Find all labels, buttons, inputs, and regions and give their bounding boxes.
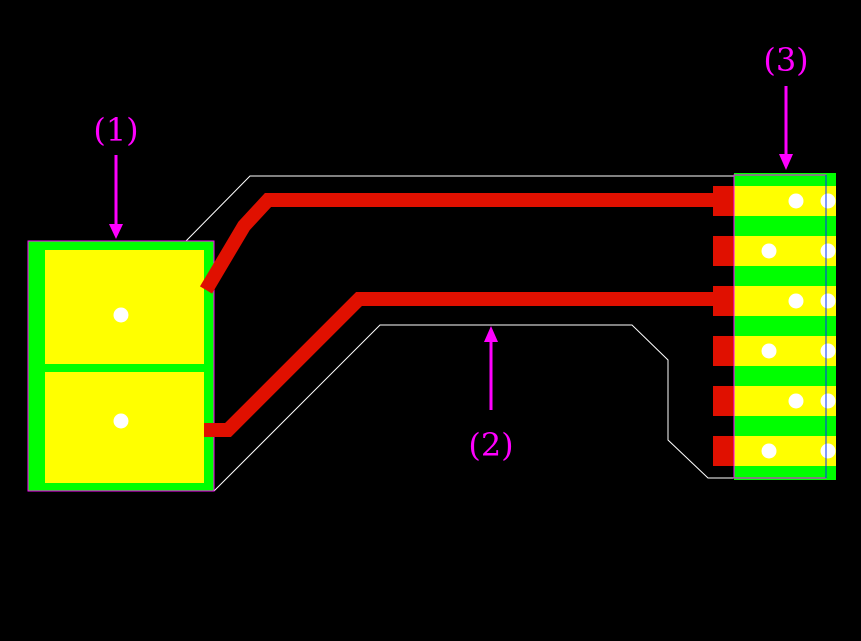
connector-pad-lead <box>713 286 734 316</box>
drill-hole <box>113 307 129 323</box>
arrow-1-head <box>109 224 123 239</box>
drill-hole <box>820 193 836 209</box>
board-outline-top <box>185 175 735 242</box>
drill-hole <box>820 293 836 309</box>
component-1 <box>27 240 215 492</box>
arrow-2-head <box>484 326 498 342</box>
connector-pad-lead <box>713 386 734 416</box>
connector-pad <box>734 286 836 316</box>
drill-hole <box>761 343 777 359</box>
drill-hole <box>761 243 777 259</box>
label-2: (2) <box>468 426 513 464</box>
pad-1-top <box>45 250 204 364</box>
board-outline-bottom <box>213 324 735 492</box>
drill-hole <box>820 343 836 359</box>
connector-pad <box>734 236 836 266</box>
trace-top <box>199 193 735 294</box>
connector-pad-lead <box>713 186 734 216</box>
connector-pad <box>734 386 836 416</box>
drill-hole <box>113 413 129 429</box>
label-3: (3) <box>763 41 808 79</box>
connector-pad-lead <box>713 336 734 366</box>
connector-pad <box>734 436 836 466</box>
trace-bottom <box>204 292 735 437</box>
drill-hole <box>788 393 804 409</box>
drill-hole <box>788 293 804 309</box>
drill-hole <box>820 243 836 259</box>
drill-hole <box>788 193 804 209</box>
connector-pad-lead <box>713 236 734 266</box>
connector-pad-lead <box>713 436 734 466</box>
arrow-3-head <box>779 154 793 170</box>
connector-3 <box>713 173 836 480</box>
connector-pad <box>734 336 836 366</box>
label-1: (1) <box>93 111 138 149</box>
drill-hole <box>820 443 836 459</box>
connector-pad <box>734 186 836 216</box>
drill-hole <box>820 393 836 409</box>
drill-hole <box>761 443 777 459</box>
